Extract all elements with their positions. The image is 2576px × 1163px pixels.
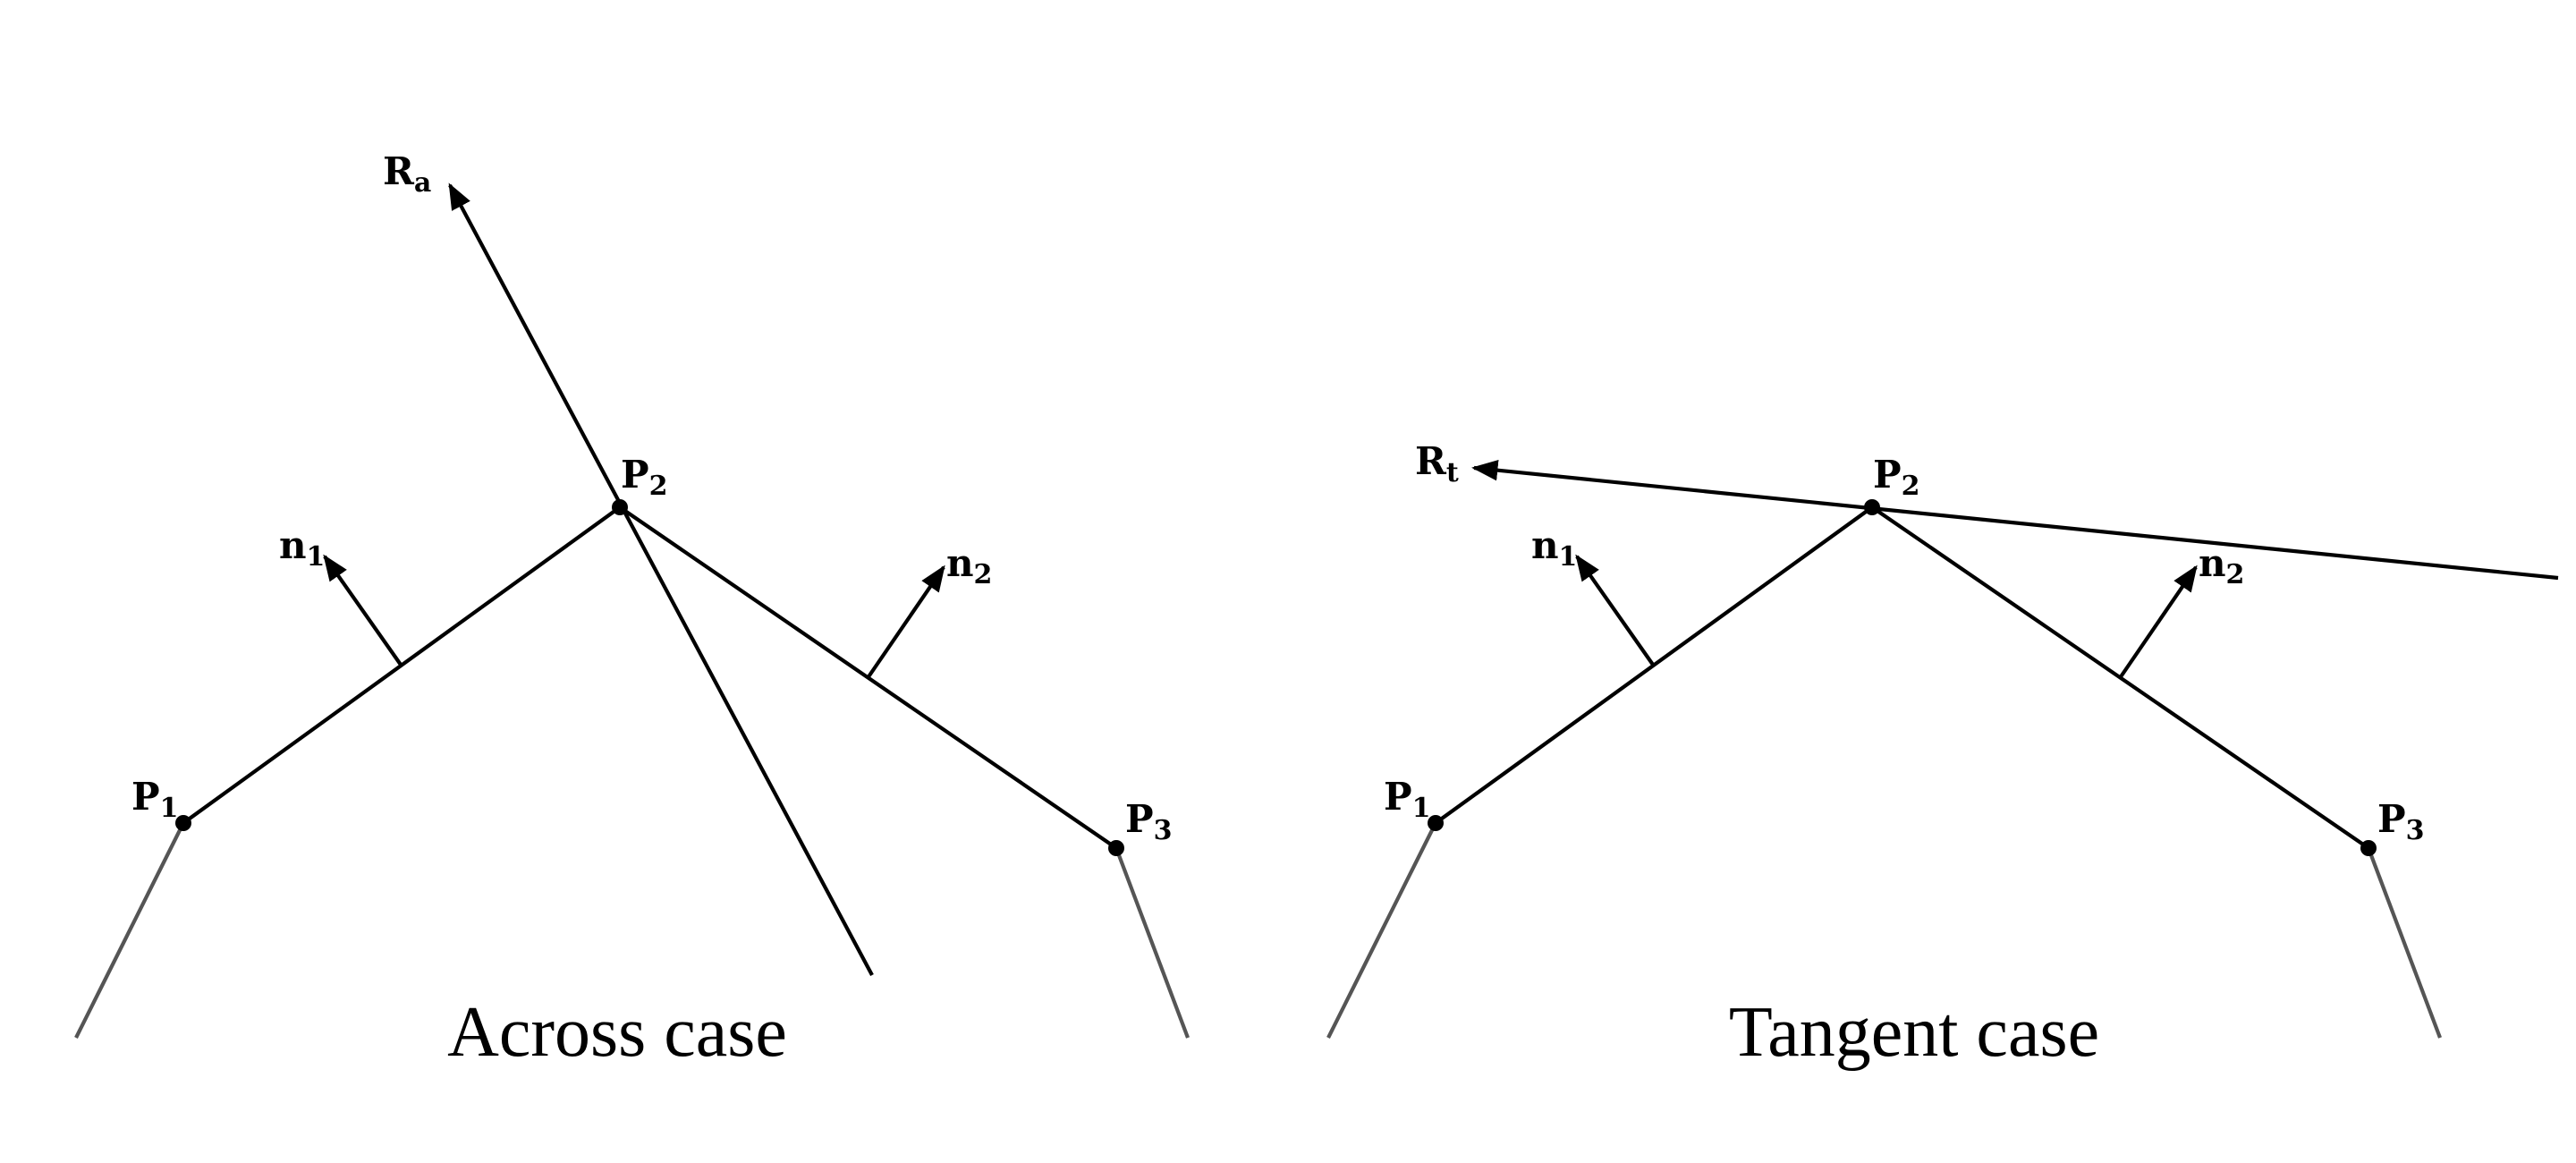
edge-extension-left	[1326, 822, 1437, 1039]
panel-tangent: P1 P2 P3 n1 n2 Rt Tangent case	[1326, 439, 2559, 1072]
edge-extension-right	[1114, 847, 1190, 1039]
edge-p1-p2	[1434, 505, 1874, 825]
label-p2: P2	[1873, 453, 1919, 502]
label-p2: P2	[621, 453, 667, 502]
edge-extension-right	[2367, 847, 2442, 1039]
normal-n1	[323, 554, 402, 666]
label-p1: P1	[131, 775, 178, 824]
ray-tangent	[1471, 459, 2559, 581]
label-ray-t: Rt	[1415, 439, 1459, 488]
point-p2	[1864, 499, 1880, 515]
label-p3: P3	[1125, 797, 1172, 846]
ray-across	[448, 183, 874, 976]
normal-n2	[2118, 565, 2198, 680]
panel-across: P1 P2 P3 n1 n2 Ra Across case	[74, 149, 1190, 1072]
point-p3	[1108, 840, 1124, 856]
point-p1	[175, 815, 191, 831]
caption-across: Across case	[447, 993, 787, 1072]
edge-p1-p2	[182, 505, 622, 825]
normal-n1	[1575, 554, 1655, 666]
normal-n2	[866, 565, 945, 680]
point-p3	[2360, 840, 2377, 856]
caption-tangent: Tangent case	[1729, 993, 2099, 1072]
label-n2: n2	[946, 541, 992, 590]
label-ray-a: Ra	[383, 149, 431, 199]
edge-extension-left	[74, 822, 185, 1039]
label-n1: n1	[279, 523, 325, 573]
label-n2: n2	[2199, 541, 2244, 590]
label-p1: P1	[1384, 775, 1430, 824]
label-n1: n1	[1531, 523, 1577, 573]
point-p2	[612, 499, 628, 515]
label-p3: P3	[2377, 797, 2424, 846]
point-p1	[1428, 815, 1444, 831]
